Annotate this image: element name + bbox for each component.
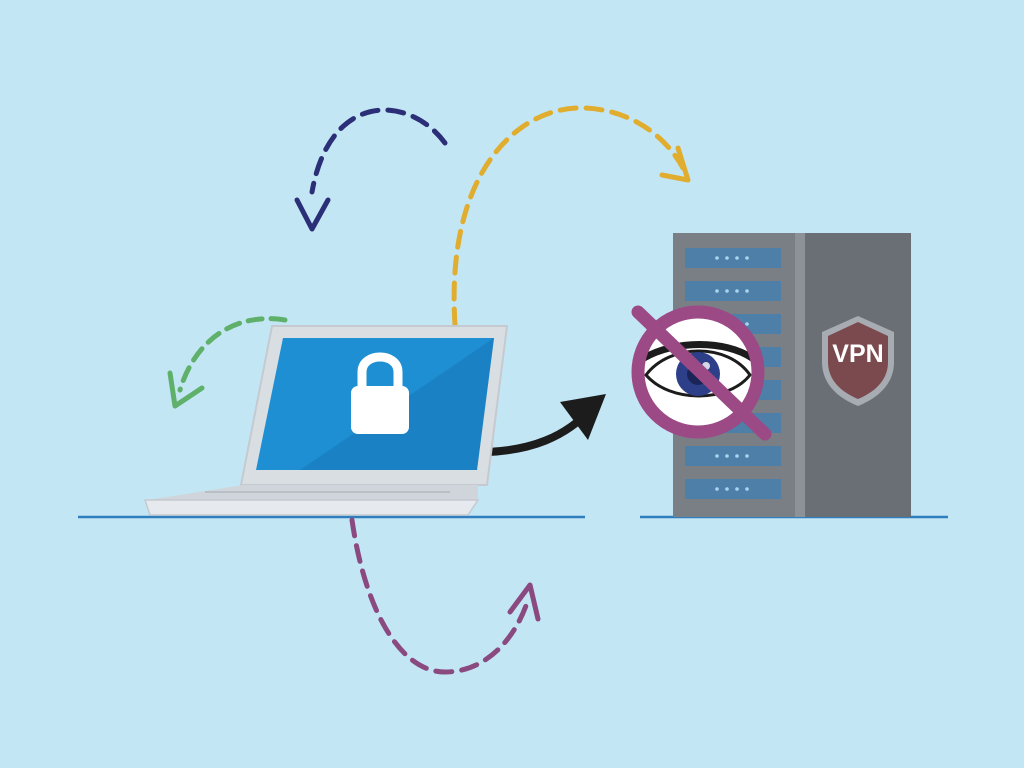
dashed-arrow-gold — [451, 105, 691, 328]
padlock-icon — [351, 352, 409, 434]
solid-arrow-black — [484, 394, 606, 456]
vpn-shield-label: VPN — [832, 340, 883, 368]
dashed-arrow-green — [167, 316, 288, 409]
vpn-shield-icon: VPN — [822, 316, 894, 406]
no-surveillance-icon — [631, 305, 772, 441]
dashed-arrow-purple — [349, 517, 541, 675]
server-rack-icon: VPN — [673, 233, 911, 517]
dashed-arrow-navy — [294, 107, 448, 232]
